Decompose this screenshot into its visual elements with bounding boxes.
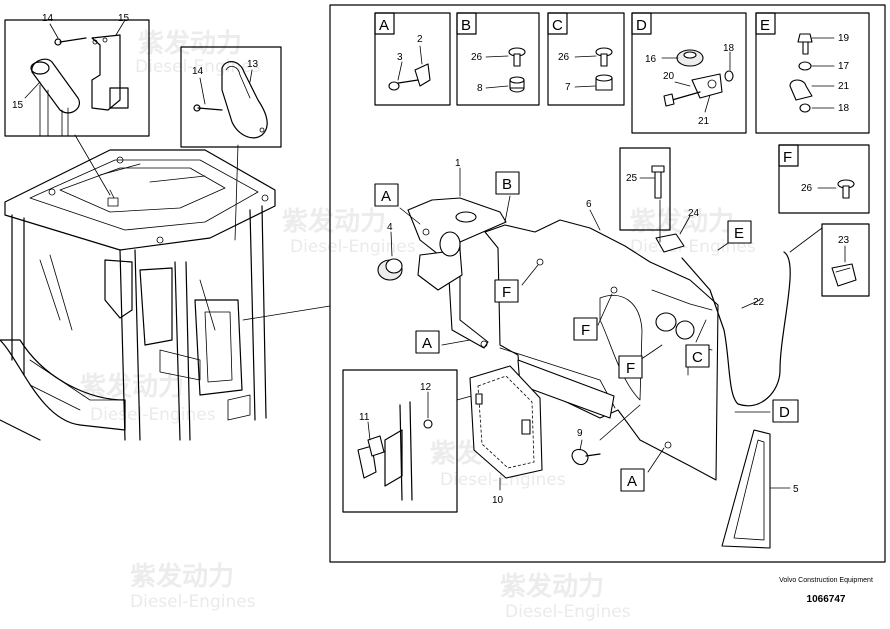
callout-15: 15 — [12, 100, 24, 111]
callout-18: 18 — [723, 43, 735, 54]
marker-f: F — [581, 322, 590, 339]
watermark-subtext: Diesel-Engines — [505, 602, 631, 622]
detail-box-d: D 16 18 20 21 — [631, 12, 747, 134]
watermark-subtext: Diesel-Engines — [130, 592, 256, 612]
marker-e: E — [734, 225, 744, 242]
main-assembly: 1 4 6 10 9 5 — [374, 147, 799, 549]
callout-2: 2 — [417, 34, 423, 45]
watermark-subtext: Diesel-Engines — [290, 237, 416, 257]
marker-b: B — [502, 176, 512, 193]
callout-22: 22 — [753, 297, 765, 308]
watermark-text: 紫发动力 — [630, 206, 734, 237]
detail-box-handle: 14 15 15 — [4, 13, 150, 137]
callout-19: 19 — [838, 33, 850, 44]
callout-14: 14 — [42, 13, 54, 24]
detail-box-a: A 2 3 — [374, 12, 451, 106]
callout-10: 10 — [492, 495, 504, 506]
detail-box-f: F 26 — [778, 144, 870, 214]
marker-a: A — [422, 335, 432, 352]
callout-26: 26 — [558, 52, 570, 63]
detail-letter-e: E — [760, 17, 770, 34]
detail-box-clip: 23 — [789, 223, 870, 297]
callout-4: 4 — [387, 222, 393, 233]
callout-1: 1 — [455, 158, 461, 169]
detail-letter-d: D — [636, 17, 647, 34]
callout-12: 12 — [420, 382, 432, 393]
callout-5: 5 — [793, 484, 799, 495]
marker-a: A — [627, 473, 637, 490]
callout-20: 20 — [663, 71, 675, 82]
callout-26: 26 — [801, 183, 813, 194]
company-name: Volvo Construction Equipment — [779, 577, 873, 584]
marker-d: D — [779, 404, 790, 421]
detail-letter-a: A — [379, 17, 389, 34]
callout-26: 26 — [471, 52, 483, 63]
main-frame — [329, 4, 886, 563]
detail-box-b: B 26 8 — [456, 12, 540, 106]
callout-7: 7 — [565, 82, 571, 93]
callout-21: 21 — [838, 81, 850, 92]
callout-21: 21 — [698, 116, 710, 127]
marker-f: F — [502, 284, 511, 301]
callout-3: 3 — [397, 52, 403, 63]
callout-24: 24 — [688, 208, 700, 219]
callout-17: 17 — [838, 61, 850, 72]
watermark-text: 紫发动力 — [500, 571, 604, 602]
watermark-text: 紫发动力 — [138, 28, 242, 59]
watermark-text: 紫发动力 — [80, 371, 184, 402]
marker-f: F — [626, 360, 635, 377]
detail-letter-b: B — [461, 17, 471, 34]
callout-9: 9 — [577, 428, 583, 439]
callout-13: 13 — [247, 59, 259, 70]
callout-15: 15 — [118, 13, 130, 24]
callout-8: 8 — [477, 83, 483, 94]
cab-overview — [0, 134, 331, 441]
detail-letter-f: F — [783, 149, 792, 166]
detail-box-latch: 12 11 — [342, 369, 476, 513]
detail-letter-c: C — [552, 17, 563, 34]
detail-box-e: E 19 17 21 18 — [755, 12, 870, 134]
watermark-subtext: Diesel-Engines — [90, 405, 216, 425]
callout-16: 16 — [645, 54, 657, 65]
callout-6: 6 — [586, 199, 592, 210]
watermark-text: 紫发动力 — [282, 206, 386, 237]
detail-box-hook: 14 13 — [180, 46, 282, 148]
callout-23: 23 — [838, 235, 850, 246]
marker-a: A — [381, 188, 391, 205]
callout-25: 25 — [626, 173, 638, 184]
detail-box-c: C 26 7 — [547, 12, 625, 106]
callout-18: 18 — [838, 103, 850, 114]
document-number: 1066747 — [806, 594, 846, 605]
watermark-layer: 紫发动力 Diesel-Engines 紫发动力 Diesel-Engines … — [80, 28, 756, 622]
watermark-subtext: Diesel-Engines — [440, 470, 566, 490]
marker-c: C — [692, 349, 703, 366]
callout-14: 14 — [192, 66, 204, 77]
watermark-text: 紫发动力 — [130, 561, 234, 592]
callout-11: 11 — [359, 412, 370, 423]
